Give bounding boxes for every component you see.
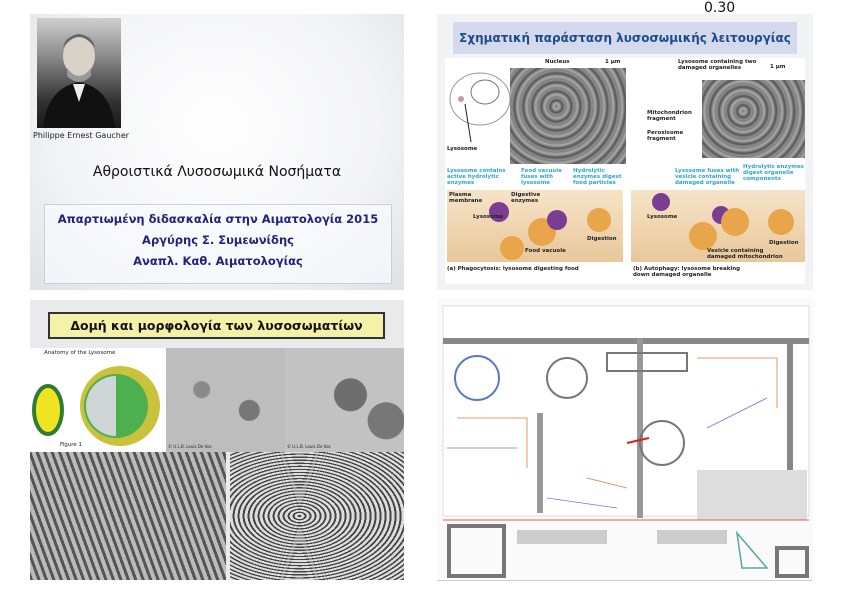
- label-hydrolytic-organelle: Hydrolytic enzymes digest organelle comp…: [743, 164, 804, 182]
- portrait-figure: [43, 34, 115, 128]
- scale-bar-right: 1 μm: [770, 64, 786, 70]
- em-micrograph-cell: [510, 68, 626, 164]
- position-line: Αναπλ. Καθ. Αιματολογίας: [133, 254, 303, 268]
- autophagy-panel: Lysosome Digestion Vesicle containing da…: [631, 190, 805, 262]
- cell-sketch: [449, 72, 511, 143]
- label-plasma-membrane: Plasma membrane: [449, 192, 483, 204]
- label-food-vacuole-fuses: Food vacuole fuses with lysosome: [521, 168, 562, 186]
- label-lysosome-a: Lysosome: [473, 214, 504, 220]
- label-lysosome: Lysosome: [447, 146, 478, 152]
- lysosome-anatomy-figure: Anatomy of the Lysosome Figure 1: [30, 348, 166, 452]
- label-lysosome-b: Lysosome: [647, 214, 678, 220]
- page-number-label: 0.30: [704, 0, 736, 16]
- em-micrograph-zebra-bodies: [230, 452, 404, 580]
- label-lysosome-contains: Lysosome contains active hydrolytic enzy…: [447, 168, 506, 186]
- portrait-caption: Philippe Ernest Gaucher: [33, 131, 130, 140]
- label-vesicle: Vesicle containing damaged mitochondrion: [707, 248, 783, 260]
- credit-1: © U.L.B. Louis De Vos: [168, 444, 212, 449]
- slide-title-text: Αθροιστικά Λυσοσωμικά Νοσήματα: [92, 164, 342, 180]
- label-peroxisome-fragment: Peroxisome fragment: [647, 130, 684, 142]
- em-micrograph-1: © U.L.B. Louis De Vos: [166, 348, 285, 452]
- figure-area: Nucleus 1 μm Lysosome Lysosome containin…: [445, 58, 805, 284]
- course-line: Απαρτιωμένη διδασκαλία στην Αιματολογία …: [57, 212, 379, 226]
- label-food-vacuole: Food vacuole: [525, 248, 566, 254]
- caption-autophagy: (b) Autophagy: lysosome breaking down da…: [633, 266, 741, 278]
- pathway-map-graphic: [442, 305, 810, 578]
- caption-phagocytosis: (a) Phagocytosis: lysosome digesting foo…: [447, 266, 579, 272]
- credit-2: © U.L.B. Louis De Vos: [287, 444, 331, 449]
- em-micrograph-2: © U.L.B. Louis De Vos: [285, 348, 404, 452]
- phagocytosis-panel: Plasma membrane Digestive enzymes Lysoso…: [447, 190, 623, 262]
- label-digestion-b: Digestion: [769, 240, 799, 246]
- em-micrograph-lamellar: [30, 452, 226, 580]
- em-micrograph-organelles: [702, 80, 805, 158]
- slide-title-text: Σχηματική παράσταση λυσοσωμικής λειτουργ…: [453, 22, 797, 54]
- label-mitochondrion-fragment: Mitochondrion fragment: [647, 110, 692, 122]
- figure-title: Anatomy of the Lysosome: [44, 350, 116, 356]
- slide-title: Philippe Ernest Gaucher Αθροιστικά Λυσοσ…: [30, 14, 404, 290]
- figure-label: Figure 1: [60, 442, 83, 448]
- label-lysosome-two-organelles: Lysosome containing two damaged organell…: [678, 59, 757, 71]
- slide-lysosome-structure: Δομή και μορφολογία των λυσοσωματίων Ana…: [30, 300, 404, 580]
- label-digestion-a: Digestion: [587, 236, 617, 242]
- label-hydrolytic-food: Hydrolytic enzymes digest food particles: [573, 168, 622, 186]
- slide-lysosome-function: Σχηματική παράσταση λυσοσωμικής λειτουργ…: [437, 14, 813, 290]
- scale-bar-left: 1 μm: [605, 59, 621, 65]
- slide-title-text: Δομή και μορφολογία των λυσοσωματίων: [48, 312, 385, 339]
- portrait-photo: [37, 18, 121, 128]
- author-line: Αργύρης Σ. Συμεωνίδης: [142, 233, 294, 247]
- label-nucleus: Nucleus: [545, 59, 570, 65]
- metabolic-pathways-map: [437, 298, 813, 581]
- subtitle-box: Απαρτιωμένη διδασκαλία στην Αιματολογία …: [44, 204, 392, 284]
- label-lysosome-fuses: Lysosome fuses with vesicle containing d…: [675, 168, 740, 186]
- label-digestive-enzymes: Digestive enzymes: [511, 192, 541, 204]
